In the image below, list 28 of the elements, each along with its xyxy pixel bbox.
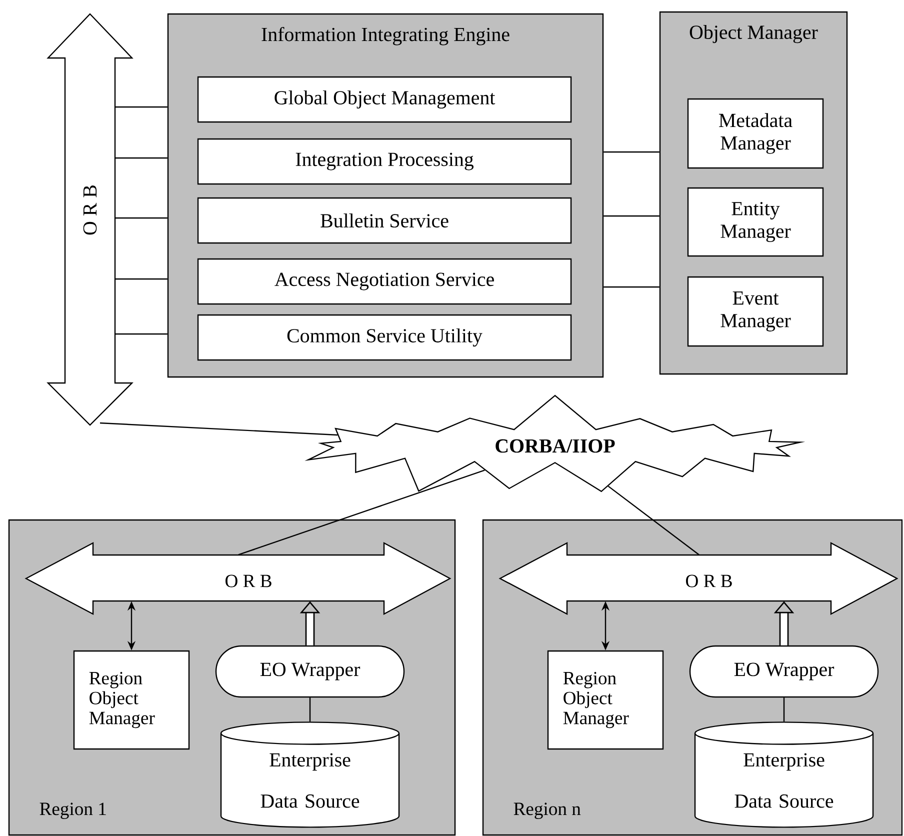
- manager-box: Region Object Manager: [547, 650, 664, 750]
- manager-box: Region Object Manager: [73, 650, 190, 750]
- connector-line: [100, 422, 338, 436]
- connector-line: [604, 215, 660, 217]
- connector-line: [115, 157, 168, 159]
- connector-line: [238, 470, 485, 556]
- service-box: Access Negotiation Service: [197, 258, 572, 305]
- service-box: Common Service Utility: [197, 314, 572, 361]
- connector-line: [783, 698, 785, 722]
- connector-line: [115, 333, 168, 335]
- data-source-cylinder: Enterprise Data Source: [694, 722, 874, 828]
- connector-line: [115, 278, 168, 280]
- service-box: Bulletin Service: [197, 197, 572, 244]
- manager-box: Entity Manager: [687, 187, 824, 257]
- service-box: Global Object Management: [197, 76, 572, 123]
- network-cloud: CORBA/IIOP: [304, 394, 806, 492]
- connector-line: [604, 151, 660, 153]
- data-source-cylinder: Enterprise Data Source: [220, 722, 400, 828]
- manager-box: Event Manager: [687, 276, 824, 347]
- connector-line: [115, 217, 168, 219]
- wrapper-box: EO Wrapper: [689, 645, 879, 698]
- connector-line: [604, 286, 660, 288]
- service-box: Integration Processing: [197, 138, 572, 185]
- connector-line: [309, 698, 311, 722]
- manager-box: Metadata Manager: [687, 98, 824, 169]
- wrapper-box: EO Wrapper: [215, 645, 405, 698]
- connector-line: [608, 486, 700, 556]
- connector-line: [115, 106, 168, 108]
